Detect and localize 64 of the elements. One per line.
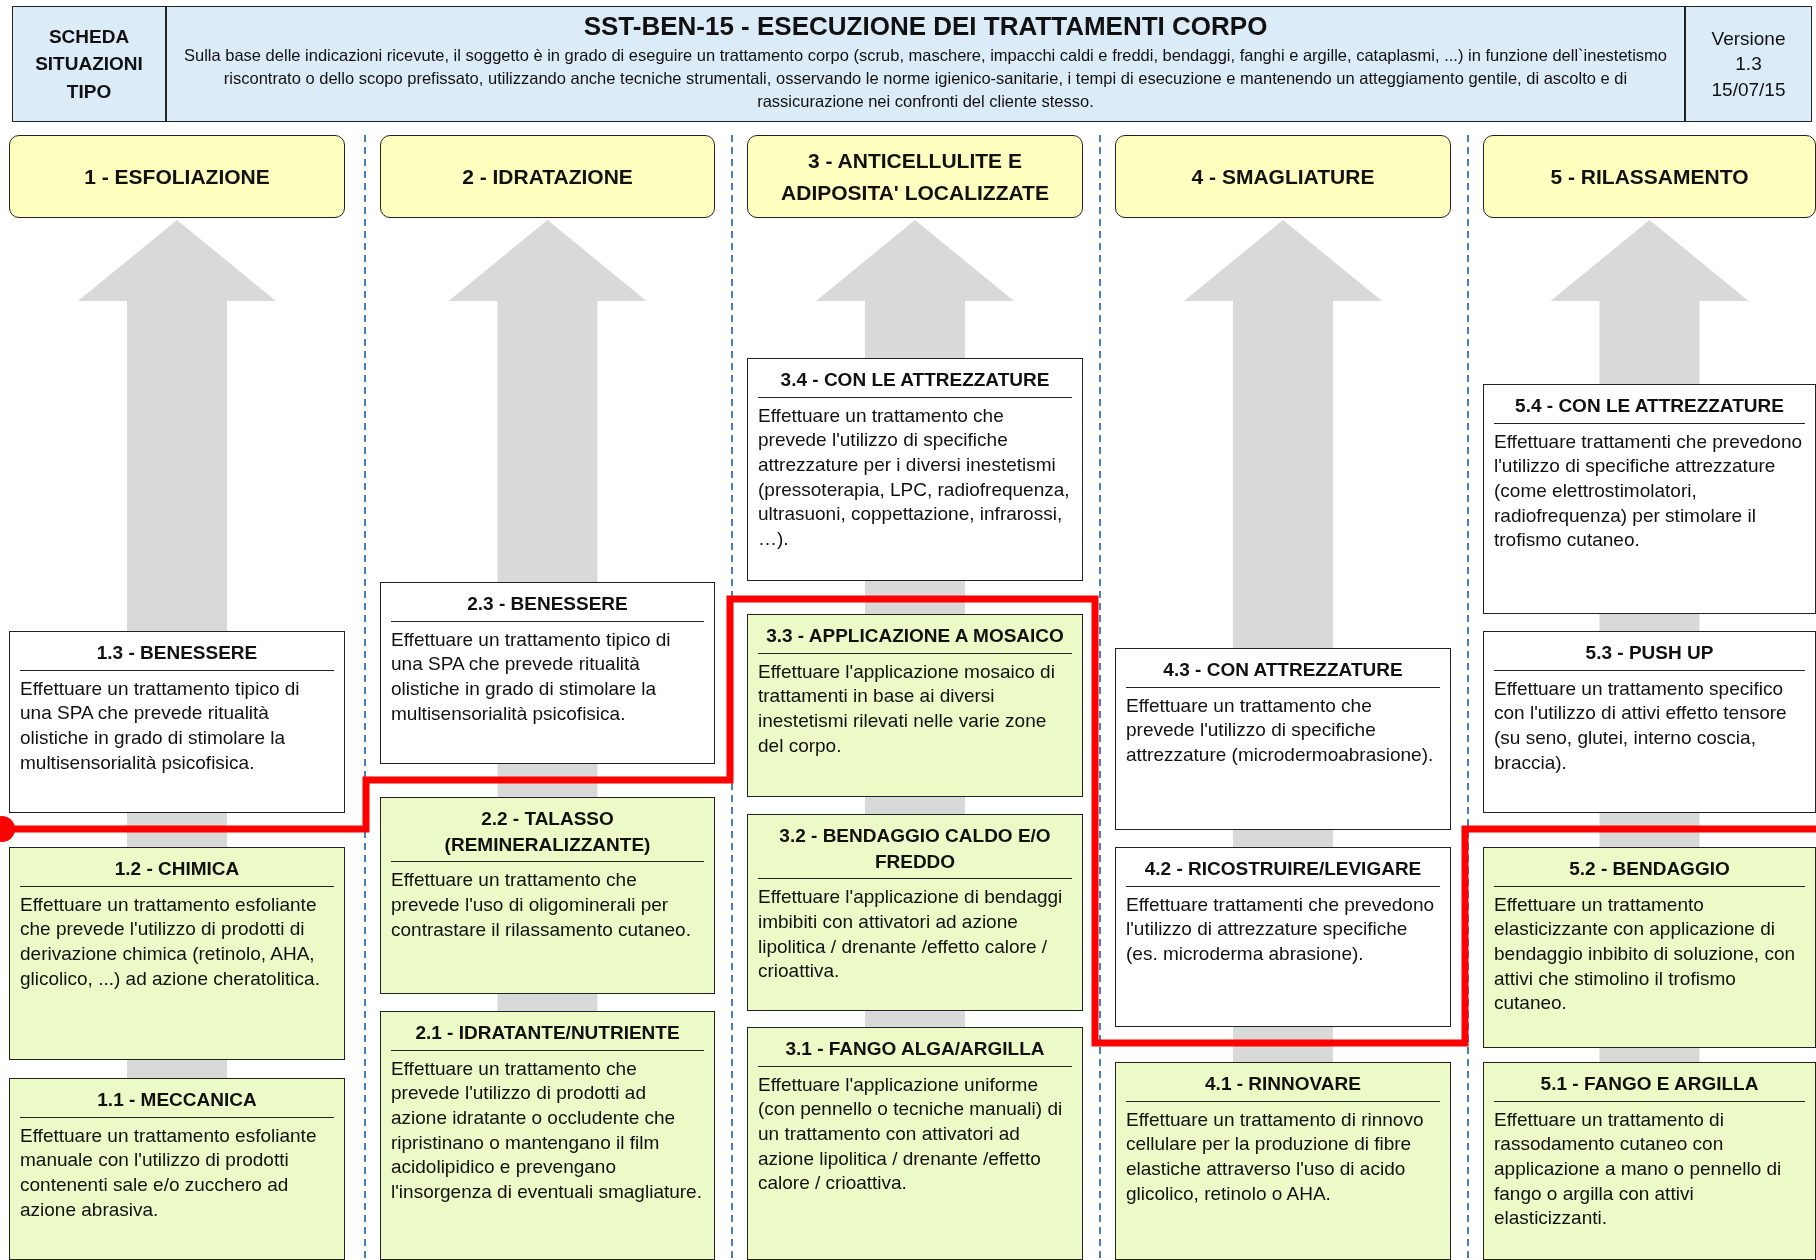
card-heading: 5.4 - CON LE ATTREZZATURE bbox=[1494, 391, 1805, 424]
version-label: Versione bbox=[1711, 26, 1786, 51]
treatment-card bbox=[380, 797, 715, 994]
treatment-card bbox=[747, 614, 1083, 797]
category-header: 5 - RILASSAMENTO bbox=[1483, 135, 1816, 218]
treatment-card bbox=[747, 1027, 1083, 1260]
card-heading: 1.3 - BENESSERE bbox=[20, 638, 334, 671]
treatment-card bbox=[9, 847, 345, 1060]
treatment-card bbox=[9, 1078, 345, 1260]
card-text: Effettuare un trattamento che prevede l'uso di oligominerali per contrastare il rilassamento cutaneo. bbox=[391, 868, 692, 942]
document-title: SST-BEN-15 - ESECUZIONE DEI TRATTAMENTI CORPO bbox=[583, 11, 1268, 42]
sheet-type-label: SCHEDA SITUAZIONI TIPO bbox=[12, 6, 166, 122]
category-header: 1 - ESFOLIAZIONE bbox=[9, 135, 345, 218]
card-heading: 4.3 - CON ATTREZZATURE bbox=[1126, 655, 1440, 688]
card-heading: 2.1 - IDRATANTE/NUTRIENTE bbox=[391, 1018, 704, 1051]
treatment-card bbox=[1483, 1062, 1816, 1260]
card-heading: 3.1 - FANGO ALGA/ARGILLA bbox=[758, 1034, 1072, 1067]
card-heading: 3.4 - CON LE ATTREZZATURE bbox=[758, 365, 1072, 398]
treatment-card bbox=[1483, 384, 1816, 614]
treatment-card bbox=[380, 582, 715, 764]
category-header: 4 - SMAGLIATURE bbox=[1115, 135, 1451, 218]
card-heading: 1.1 - MECCANICA bbox=[20, 1085, 334, 1118]
card-text: Effettuare un trattamento tipico di una SPA che prevede ritualità olistiche in grado di stimolare la multisensorialità psicofisica. bbox=[391, 627, 672, 726]
treatment-card bbox=[1483, 631, 1816, 813]
card-heading: 5.1 - FANGO E ARGILLA bbox=[1494, 1069, 1805, 1102]
card-heading: 5.2 - BENDAGGIO bbox=[1494, 854, 1805, 887]
category-header: 2 - IDRATAZIONE bbox=[380, 135, 715, 218]
card-text: Effettuare un trattamento elasticizzante con applicazione di bendaggio inbibito di soluzione, con attivi che stimolino il trofismo cutaneo. bbox=[1494, 892, 1797, 1016]
card-text: Effettuare un trattamento che prevede l'utilizzo di specifiche attrezzature (microdermoabrasione). bbox=[1126, 693, 1435, 767]
card-text: Effettuare trattamenti che prevedono l'utilizzo di specifiche attrezzature (come elettrostimolatori, radiofrequenza) per stimolare il trofismo cutaneo. bbox=[1494, 429, 1804, 553]
card-text: Effettuare un trattamento che prevede l'utilizzo di prodotti ad azione idratante o occludente che ripristinano o mantengano il film acidolipidico e prevengano l'insorgenza di eventuali smagliature. bbox=[391, 1056, 703, 1205]
card-text: Effettuare un trattamento tipico di una SPA che prevede ritualità olistiche in grado di stimolare la multisensorialità psicofisica. bbox=[20, 676, 301, 775]
category-header: 3 - ANTICELLULITE E ADIPOSITA' LOCALIZZATE bbox=[747, 135, 1083, 218]
treatment-card bbox=[1115, 648, 1451, 830]
treatment-card bbox=[747, 814, 1083, 1011]
card-heading: 5.3 - PUSH UP bbox=[1494, 638, 1805, 671]
card-text: Effettuare un trattamento esfoliante che prevede l'utilizzo di prodotti di derivazione chimica (retinolo, AHA, glicolico, ...) ad azione cheratolitica. bbox=[20, 892, 321, 991]
card-heading: 2.2 - TALASSO (REMINERALIZZANTE) bbox=[391, 804, 704, 863]
card-text: Effettuare un trattamento di rassodamento cutaneo con applicazione a mano o pennello di fango o argilla con attivi elasticizzanti. bbox=[1494, 1107, 1783, 1231]
version-panel bbox=[1685, 6, 1812, 122]
card-text: Effettuare un trattamento specifico con l'utilizzo di attivi effetto tensore (su seno, glutei, interno coscia, braccia). bbox=[1494, 676, 1788, 775]
card-heading: 3.3 - APPLICAZIONE A MOSAICO bbox=[758, 621, 1072, 654]
card-text: Effettuare un trattamento che prevede l'utilizzo di specifiche attrezzature per i diversi inestetismi (pressoterapia, LPC, radiofrequenza, ultrasuoni, coppettazione, infrarossi, …). bbox=[758, 403, 1071, 552]
card-text: Effettuare l'applicazione mosaico di trattamenti in base ai diversi inestetismi rilevati nelle varie zone del corpo. bbox=[758, 659, 1056, 758]
treatment-card bbox=[380, 1011, 715, 1260]
version-date: 15/07/15 bbox=[1711, 77, 1786, 102]
card-heading: 4.2 - RICOSTRUIRE/LEVIGARE bbox=[1126, 854, 1440, 887]
description-text: Sulla base delle indicazioni ricevute, il soggetto è in grado di eseguire un trattamento corpo (scrub, maschere, impacchi caldi e freddi, bendaggi, fanghi e argille, cataplasmi, ...) in funzione dell`inestetismo riscontrato o dello scopo prefissato, utilizzando anche tecniche strumentali, osservando le norme igienico-sanitarie, i tempi di esecuzione e mantenendo un atteggiamento gentile, di ascolto e di rassicurazione nei confronti del cliente stesso. bbox=[182, 45, 1669, 113]
treatment-card bbox=[1115, 847, 1451, 1027]
treatment-card bbox=[747, 358, 1083, 581]
version-number: 1.3 bbox=[1735, 52, 1762, 77]
treatment-card bbox=[1483, 847, 1816, 1048]
card-text: Effettuare trattamenti che prevedono l'utilizzo di attrezzature specifiche (es. microderma abrasione). bbox=[1126, 892, 1436, 966]
card-text: Effettuare un trattamento esfoliante manuale con l'utilizzo di prodotti contenenti sale e/o zucchero ad azione abrasiva. bbox=[20, 1123, 318, 1222]
treatment-card bbox=[1115, 1062, 1451, 1260]
card-heading: 2.3 - BENESSERE bbox=[391, 589, 704, 622]
title-panel bbox=[166, 6, 1685, 122]
card-heading: 1.2 - CHIMICA bbox=[20, 854, 334, 887]
treatment-card bbox=[9, 631, 345, 813]
card-text: Effettuare l'applicazione uniforme (con pennello o tecniche manuali) di un trattamento con attivatori ad azione lipolitica / drenante /effetto calore / crioattiva. bbox=[758, 1072, 1064, 1196]
card-text: Effettuare l'applicazione di bendaggi imbibiti con attivatori ad azione lipolitica / drenante /effetto calore / crioattiva. bbox=[758, 885, 1064, 984]
card-heading: 4.1 - RINNOVARE bbox=[1126, 1069, 1440, 1102]
card-text: Effettuare un trattamento di rinnovo cellulare per la produzione di fibre elastiche attraverso l'uso di acido glicolico, retinolo o AHA. bbox=[1126, 1107, 1425, 1206]
card-heading: 3.2 - BENDAGGIO CALDO E/O FREDDO bbox=[758, 821, 1072, 880]
